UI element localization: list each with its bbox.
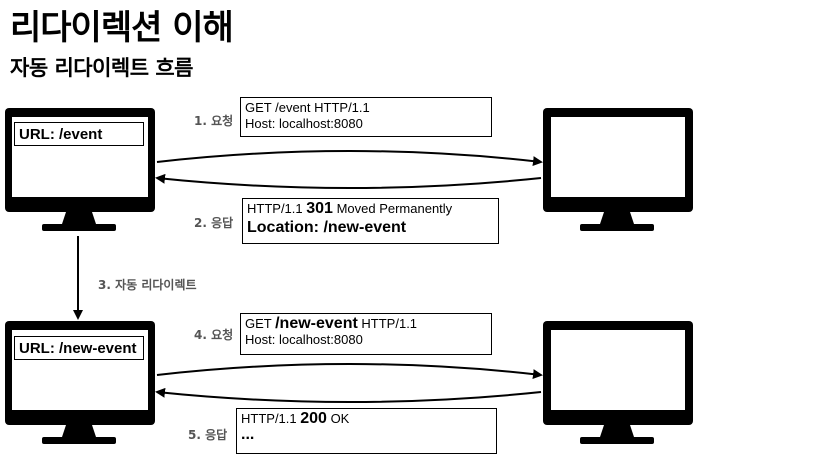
request-line: GET /event HTTP/1.1 [245,100,370,115]
response-status-line: HTTP/1.1 301 Moved Permanently [247,201,494,217]
request-host: Host: localhost:8080 [245,332,363,347]
page-title: 리다이렉션 이해 [10,8,234,48]
client-url-box-1: URL: /event [14,122,144,146]
response-prefix: HTTP/1.1 [247,201,307,216]
request-prefix: GET [245,316,276,331]
response-code: 200 [300,410,327,427]
server-monitor-2 [543,321,693,444]
response-prefix: HTTP/1.1 [241,411,301,426]
request-message-2: GET /new-event HTTP/1.1 Host: localhost:… [240,313,492,355]
response-code: 301 [306,200,333,217]
response-status-line: HTTP/1.1 200 OK [241,411,492,427]
step-1-request-label: 1. 요청 [194,114,234,128]
step-4-request-label: 4. 요청 [194,328,234,342]
server-monitor-1 [543,108,693,231]
request-line: GET /new-event HTTP/1.1 [245,316,487,332]
step-2-response-label: 2. 응답 [194,216,234,230]
response-suffix: Moved Permanently [332,201,453,216]
response-location: Location: /new-event [247,219,407,236]
response-suffix: OK [326,411,350,426]
request-arrow-1 [156,150,543,167]
request-host: Host: localhost:8080 [245,116,363,131]
client-url-box-2: URL: /new-event [14,336,144,360]
request-path: /new-event [275,315,358,332]
request-suffix: HTTP/1.1 [357,316,418,331]
response-arrow-2 [155,387,542,403]
page-subtitle: 자동 리다이렉트 흐름 [10,56,194,80]
step-5-response-label: 5. 응답 [188,428,228,442]
request-message-1: GET /event HTTP/1.1 Host: localhost:8080 [240,97,492,137]
response-message-2: HTTP/1.1 200 OK ... [236,408,497,454]
step-3-auto-redirect-label: 3. 자동 리다이렉트 [98,278,197,292]
request-arrow-2 [156,363,543,380]
response-body-ellipsis: ... [241,426,255,443]
response-message-1: HTTP/1.1 301 Moved Permanently Location:… [242,198,499,244]
response-arrow-1 [155,173,542,189]
